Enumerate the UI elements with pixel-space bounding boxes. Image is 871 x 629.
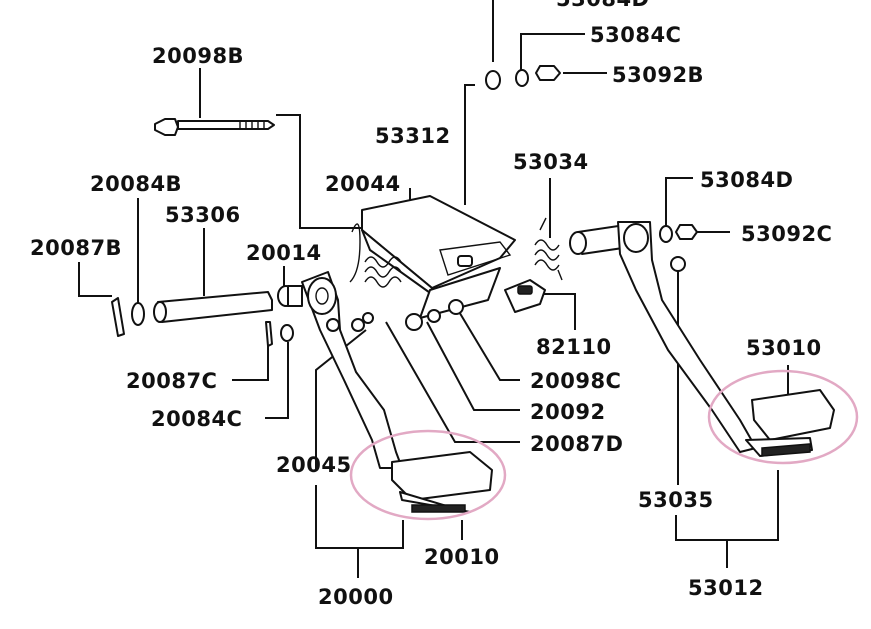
bolt-20098b [154, 118, 275, 136]
washer-20084c [280, 324, 294, 342]
washer-20092 [405, 313, 423, 331]
bushing-20014 [277, 285, 303, 307]
label-53312: 53312 [375, 124, 451, 148]
pedal-pad-53010 [745, 389, 835, 457]
label-20098c: 20098C [530, 369, 621, 393]
label-53092c: 53092C [741, 222, 832, 246]
leader-lines [78, 0, 789, 578]
spring-20044 [349, 223, 402, 288]
label-53010: 53010 [746, 336, 822, 360]
clutch-pedal-arm [301, 271, 403, 469]
spring-53034 [534, 217, 563, 281]
nut-53092b [535, 65, 561, 81]
bolt-20098c [427, 309, 441, 323]
nut-53092c [675, 224, 698, 240]
label-53306: 53306 [165, 203, 241, 227]
label-53084d: 53084D [700, 168, 794, 192]
label-53012: 53012 [688, 576, 764, 600]
label-53034: 53034 [513, 150, 589, 174]
washer-top [485, 70, 501, 90]
parts-drawing [111, 65, 835, 513]
brake-pedal-arm [569, 221, 757, 453]
label-20084c: 20084C [151, 407, 242, 431]
label-20000: 20000 [318, 585, 394, 609]
washer-20084b [131, 302, 145, 326]
pedal-pad-20010 [391, 451, 493, 513]
highlight-right-pedal [707, 369, 859, 465]
label-20098b: 20098B [152, 44, 244, 68]
label-20087d: 20087D [530, 432, 624, 456]
label-53035: 53035 [638, 488, 714, 512]
stopper-53035 [670, 256, 686, 272]
label-20092: 20092 [530, 400, 606, 424]
label-82110: 82110 [536, 335, 612, 359]
part-labels: 53084D 53084C 53092B 20098B 53312 53034 … [30, 0, 832, 609]
shaft-53306 [153, 291, 273, 323]
highlight-left-pedal [349, 429, 507, 521]
label-20084b: 20084B [90, 172, 182, 196]
switch-82110 [504, 279, 546, 313]
clip-20087d [362, 312, 374, 324]
washer-53084d [659, 225, 673, 243]
label-53084d-top: 53084D [556, 0, 650, 11]
label-53092b: 53092B [612, 63, 704, 87]
label-20014: 20014 [246, 241, 322, 265]
bracket-53312 [361, 195, 516, 319]
label-20045: 20045 [276, 453, 352, 477]
pin-20087b [111, 297, 125, 337]
label-20087b: 20087B [30, 236, 122, 260]
pin-20087c [265, 321, 273, 347]
label-20010: 20010 [424, 545, 500, 569]
label-53084c: 53084C [590, 23, 681, 47]
label-20044: 20044 [325, 172, 401, 196]
label-20087c: 20087C [126, 369, 217, 393]
washer-53084c [515, 69, 529, 87]
